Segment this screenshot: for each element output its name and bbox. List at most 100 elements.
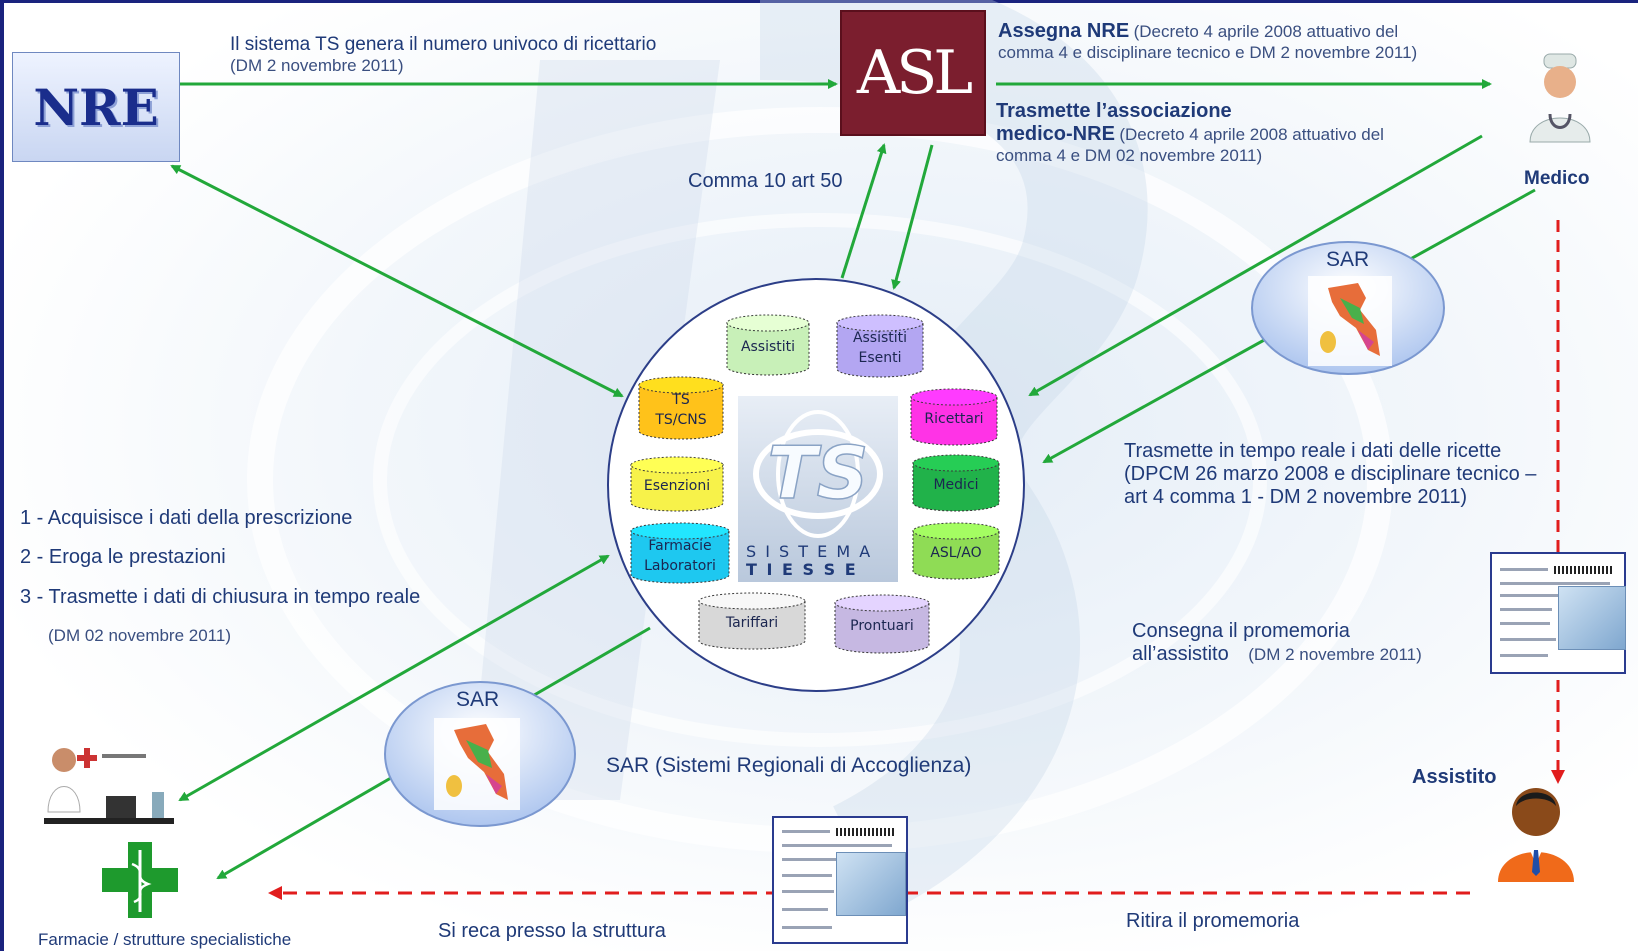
sistema-ts-line1: Il sistema TS genera il numero univoco d… bbox=[230, 34, 657, 55]
steps-ref: (DM 02 novembre 2011) bbox=[48, 626, 231, 645]
trasmette-associazione-text: Trasmette l’associazione medico-NRE (Dec… bbox=[996, 100, 1384, 166]
step-2: 2 - Eroga le prestazioni bbox=[20, 546, 226, 568]
database-cylinder: Prontuari bbox=[834, 594, 930, 654]
database-label-line2: TS/CNS bbox=[655, 412, 707, 428]
database-label-line1: Esenzioni bbox=[643, 478, 711, 494]
cylinder-shape bbox=[726, 314, 810, 376]
promemoria-card-bottom bbox=[772, 816, 908, 944]
database-label-line1: Farmacie bbox=[648, 538, 712, 554]
ts-logo-icon: TS bbox=[753, 410, 883, 538]
promemoria-card-right bbox=[1490, 552, 1626, 674]
cylinder-shape bbox=[698, 592, 806, 650]
database-cylinder: TS TS/CNS bbox=[638, 376, 724, 440]
consegna-ref: (DM 2 novembre 2011) bbox=[1248, 645, 1422, 664]
top-border bbox=[0, 0, 1638, 3]
database-label-line1: Assistiti bbox=[740, 339, 796, 355]
comma10-label: Comma 10 art 50 bbox=[688, 170, 843, 192]
database-label-line2: Esenti bbox=[858, 350, 902, 366]
sar-top-label: SAR bbox=[1326, 248, 1370, 271]
si-reca-label: Si reca presso la struttura bbox=[438, 920, 666, 942]
sar-bottom-bubble bbox=[384, 681, 576, 827]
trasmette-assoc-line2-bold: medico-NRE bbox=[996, 123, 1115, 145]
assegna-nre-detail2: comma 4 e disciplinare tecnico e DM 2 no… bbox=[998, 43, 1418, 62]
nre-label: NRE bbox=[33, 77, 159, 137]
asl-logo: ASL bbox=[840, 10, 986, 136]
database-cylinder: ASL/AO bbox=[912, 522, 1000, 580]
hub-brand-line1: S I S T E M A bbox=[746, 542, 873, 561]
cylinder-shape bbox=[630, 456, 724, 512]
cylinder-shape bbox=[912, 454, 1000, 512]
cylinder-shape bbox=[834, 594, 930, 654]
database-label: Prontuari bbox=[834, 616, 930, 636]
hub-logo-panel: TS S I S T E M A T I E S S E bbox=[738, 396, 898, 582]
arrow-nre-hub bbox=[170, 164, 624, 398]
ritira-label: Ritira il promemoria bbox=[1126, 910, 1300, 932]
hub-brand-line2: T I E S S E bbox=[746, 560, 858, 579]
database-label: Tariffari bbox=[698, 613, 806, 633]
database-label: Medici bbox=[912, 475, 1000, 495]
cylinder-shape bbox=[630, 522, 730, 584]
cylinder-shape bbox=[912, 522, 1000, 580]
sar-definition: SAR (Sistemi Regionali di Accoglienza) bbox=[606, 754, 972, 777]
database-label-line1: Prontuari bbox=[850, 618, 914, 634]
database-cylinder: Tariffari bbox=[698, 592, 806, 650]
arrow-asl-to-hub bbox=[891, 144, 934, 290]
step-1: 1 - Acquisisce i dati della prescrizione bbox=[20, 507, 353, 529]
trasmette-assoc-line1: Trasmette l’associazione bbox=[996, 100, 1232, 122]
sistema-ts-genera-text: Il sistema TS genera il numero univoco d… bbox=[230, 34, 656, 76]
medico-label: Medico bbox=[1524, 168, 1590, 189]
database-cylinder: Assistiti bbox=[726, 314, 810, 376]
arrow-medico-to-hub-1 bbox=[1028, 134, 1483, 397]
database-label-line1: TS bbox=[672, 392, 690, 408]
assegna-nre-title: Assegna NRE bbox=[998, 20, 1130, 42]
database-label: Assistiti bbox=[726, 337, 810, 357]
pharmacy-cross-icon bbox=[102, 842, 178, 918]
trasmette-assoc-line3: comma 4 e DM 02 novembre 2011) bbox=[996, 146, 1263, 165]
consegna-line2: all’assistito bbox=[1132, 643, 1229, 665]
cylinder-shape bbox=[638, 376, 724, 440]
database-label: Ricettari bbox=[910, 409, 998, 429]
sistema-ts-line2: (DM 2 novembre 2011) bbox=[230, 56, 404, 75]
assistito-label: Assistito bbox=[1412, 766, 1497, 788]
assegna-nre-detail1: (Decreto 4 aprile 2008 attuativo del bbox=[1133, 22, 1399, 41]
left-border bbox=[0, 0, 4, 951]
database-label-line1: Assistiti bbox=[852, 330, 908, 346]
assegna-nre-text: Assegna NRE (Decreto 4 aprile 2008 attua… bbox=[998, 20, 1417, 63]
database-label-line1: ASL/AO bbox=[930, 545, 982, 561]
trasmette-tr-line1: Trasmette in tempo reale i dati delle ri… bbox=[1124, 440, 1502, 462]
medico-icon bbox=[1529, 53, 1591, 143]
database-label-line1: Ricettari bbox=[924, 411, 984, 427]
assistito-icon bbox=[1498, 788, 1574, 882]
laboratory-icon bbox=[44, 748, 174, 824]
database-cylinder: Medici bbox=[912, 454, 1000, 512]
database-label: Esenzioni bbox=[630, 476, 724, 496]
arrow-hub-to-asl bbox=[840, 143, 887, 279]
cylinder-shape bbox=[910, 388, 998, 446]
sar-bottom-label: SAR bbox=[456, 688, 500, 711]
ts-logo-text: TS bbox=[768, 431, 869, 515]
trasmette-tempo-reale-text: Trasmette in tempo reale i dati delle ri… bbox=[1124, 440, 1536, 509]
cylinder-shape bbox=[836, 314, 924, 378]
nre-box: NRE bbox=[12, 52, 180, 162]
database-label-line1: Tariffari bbox=[725, 615, 779, 631]
trasmette-assoc-line2-detail: (Decreto 4 aprile 2008 attuativo del bbox=[1119, 125, 1384, 144]
consegna-text: Consegna il promemoria all’assistito (DM… bbox=[1132, 620, 1422, 666]
database-label-line1: Medici bbox=[933, 477, 979, 493]
farmacie-strutture-label: Farmacie / strutture specialistiche bbox=[38, 930, 292, 949]
step-3: 3 - Trasmette i dati di chiusura in temp… bbox=[20, 586, 421, 608]
asl-label: ASL bbox=[856, 38, 973, 108]
trasmette-tr-line2: (DPCM 26 marzo 2008 e disciplinare tecni… bbox=[1124, 463, 1537, 485]
database-cylinder: Esenzioni bbox=[630, 456, 724, 512]
database-label: TS TS/CNS bbox=[638, 390, 724, 430]
database-label-line2: Laboratori bbox=[644, 558, 716, 574]
sar-top-bubble bbox=[1251, 241, 1445, 375]
database-cylinder: Ricettari bbox=[910, 388, 998, 446]
consegna-line1: Consegna il promemoria bbox=[1132, 620, 1350, 642]
trasmette-tr-line3: art 4 comma 1 - DM 2 novembre 2011) bbox=[1124, 486, 1468, 508]
database-label: ASL/AO bbox=[912, 543, 1000, 563]
